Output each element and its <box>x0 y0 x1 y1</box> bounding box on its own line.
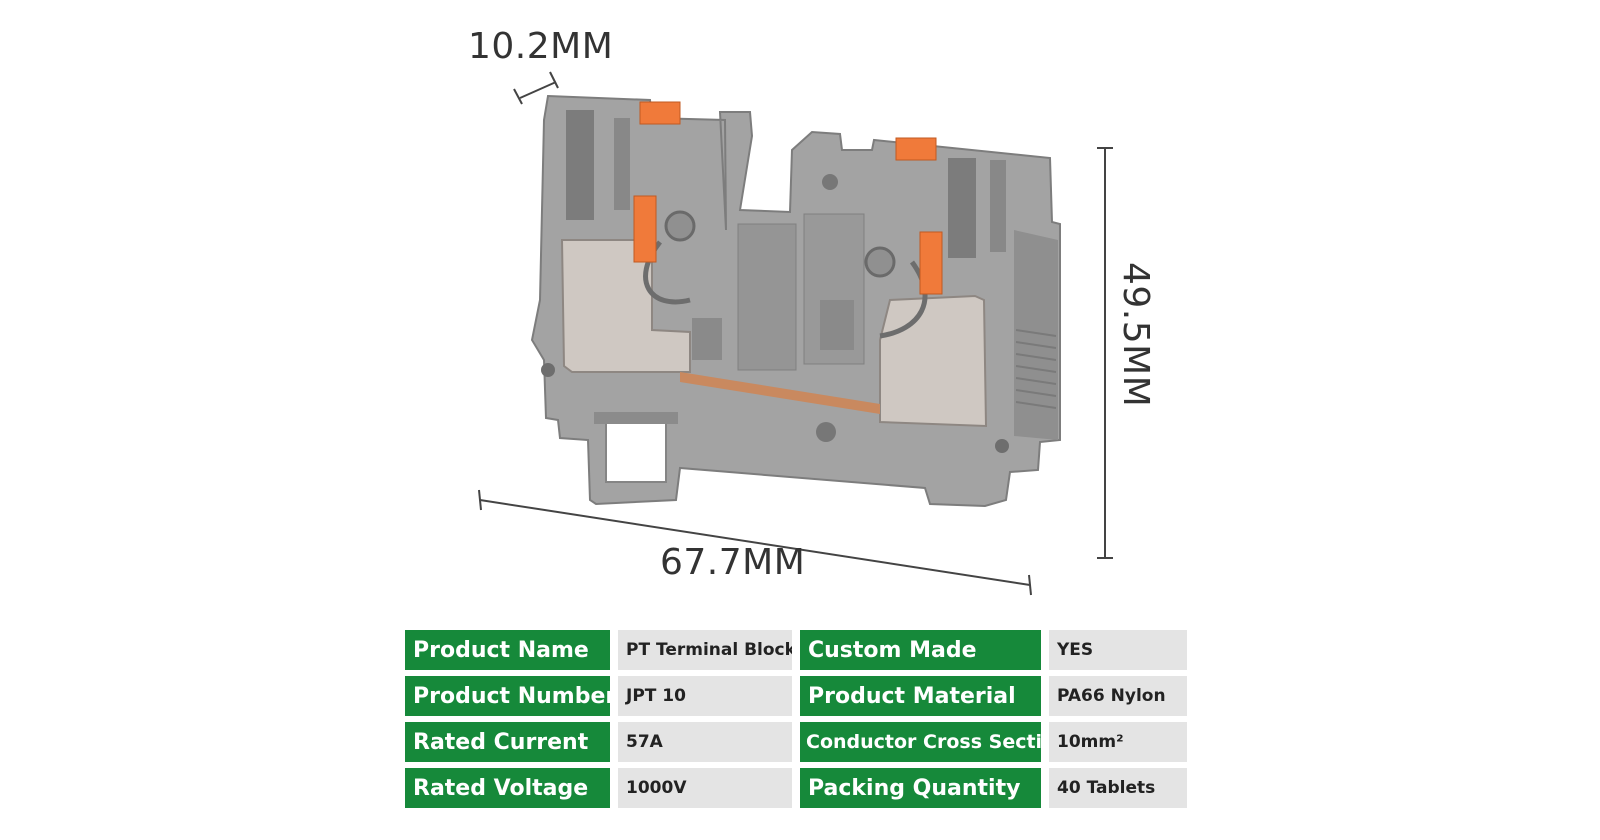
spec-label: Packing Quantity <box>800 768 1041 808</box>
spec-label: Product Name <box>405 630 610 670</box>
spec-value: JPT 10 <box>618 676 792 716</box>
spec-value: 57A <box>618 722 792 762</box>
specifications-table: Product Name PT Terminal Block Custom Ma… <box>405 630 1187 808</box>
spec-label: Rated Voltage <box>405 768 610 808</box>
spec-value: PT Terminal Block <box>618 630 792 670</box>
spec-label: Product Material <box>800 676 1041 716</box>
length-dimension-label: 67.7MM <box>660 542 806 583</box>
terminal-block-image <box>478 71 1113 596</box>
spec-label: Custom Made <box>800 630 1041 670</box>
spec-value: PA66 Nylon <box>1049 676 1187 716</box>
spec-value: 10mm² <box>1049 722 1187 762</box>
push-lever <box>633 101 943 295</box>
spec-label: Conductor Cross Section <box>800 722 1041 762</box>
product-figure: 10.2MM 49.5MM 67.7MM <box>468 26 1156 596</box>
spec-label: Product Number <box>405 676 610 716</box>
spec-value: YES <box>1049 630 1187 670</box>
spec-value: 40 Tablets <box>1049 768 1187 808</box>
width-dimension-label: 10.2MM <box>468 26 614 67</box>
dimension-lines <box>478 71 1113 596</box>
spec-value: 1000V <box>618 768 792 808</box>
height-dimension-label: 49.5MM <box>1115 262 1156 408</box>
spec-label: Rated Current <box>405 722 610 762</box>
